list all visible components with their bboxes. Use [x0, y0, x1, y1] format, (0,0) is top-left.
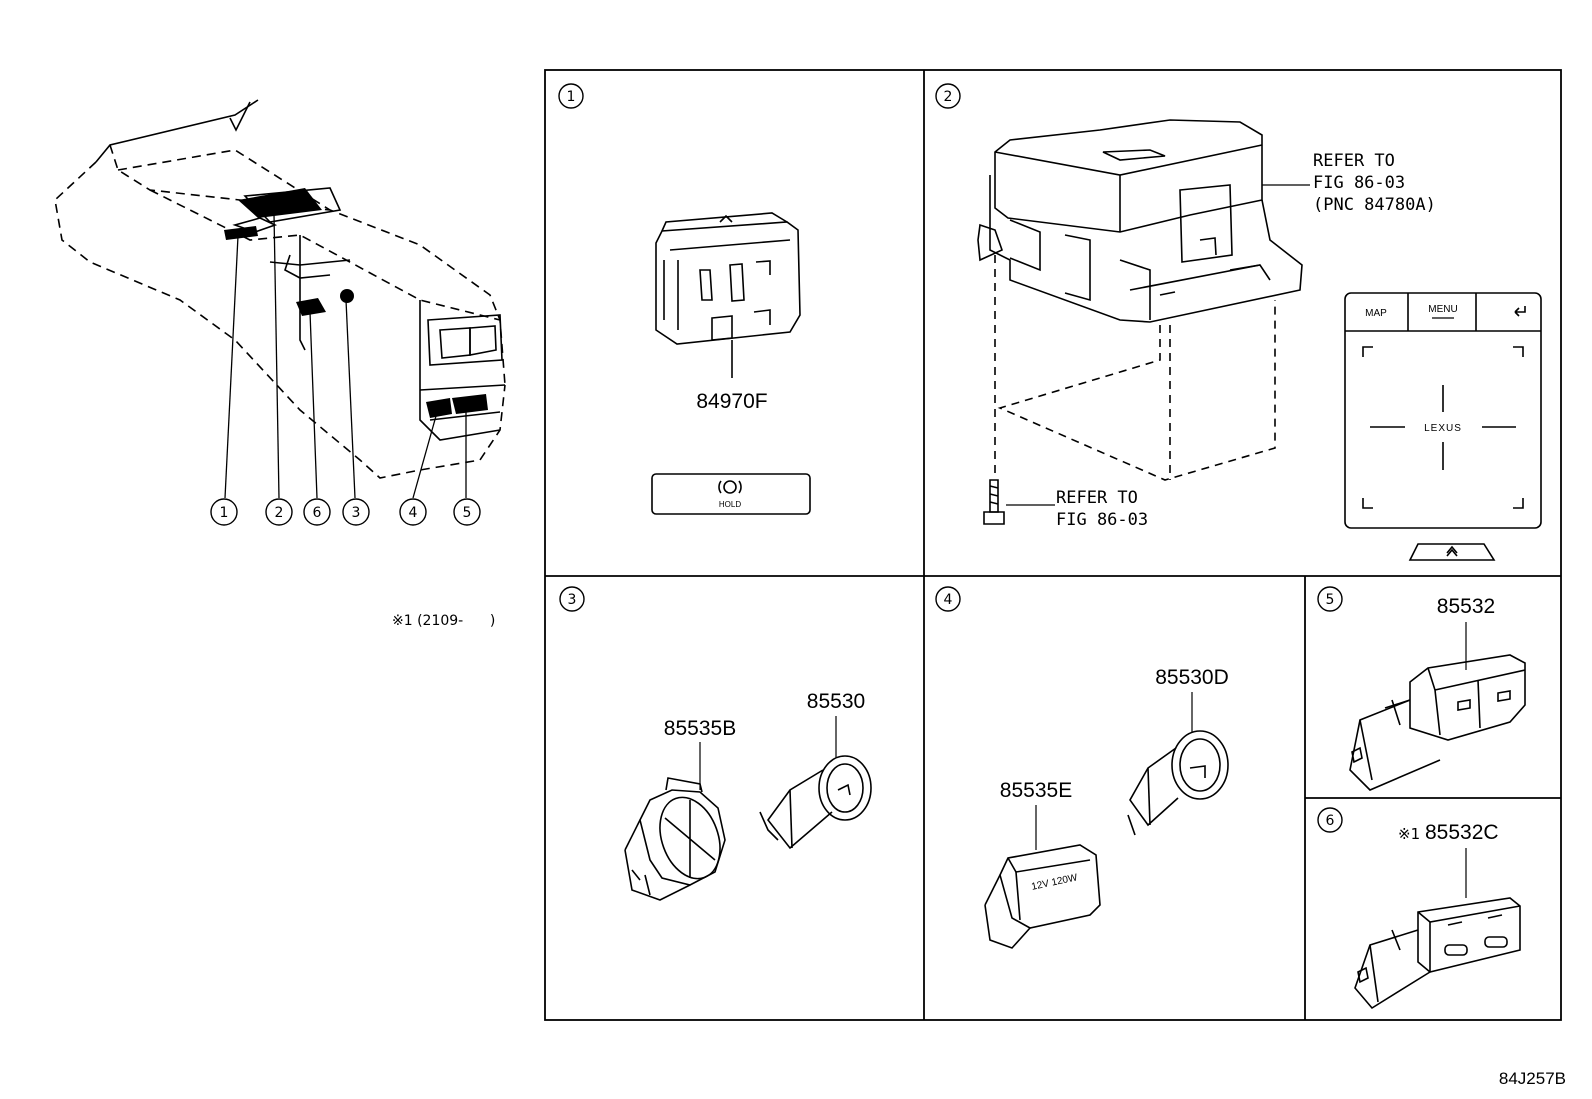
touchpad-lexus-logo: LEXUS	[1424, 423, 1462, 434]
console-callout-circles	[210, 498, 481, 526]
callout-2: 2	[275, 505, 284, 521]
callout-5: 5	[463, 505, 472, 521]
hold-button-label: HOLD	[719, 500, 741, 509]
callout-6: 6	[313, 505, 322, 521]
diagram-id: 84J257B	[1499, 1069, 1566, 1088]
panel-1-number: 1	[567, 89, 576, 105]
socket-85535e-illustration	[984, 805, 1101, 949]
console-highlighted-parts	[224, 188, 488, 418]
socket-85530d-illustration	[1127, 692, 1229, 836]
console-overview-illustration	[54, 99, 506, 479]
callout-1: 1	[220, 505, 229, 521]
part-number-85530: 85530	[807, 690, 865, 713]
refer-bottom-line-2: FIG 86-03	[1056, 510, 1148, 530]
refer-top-line-1: REFER TO	[1313, 151, 1395, 171]
remote-touch-unit-illustration	[977, 119, 1542, 561]
switch-84970f-illustration	[651, 212, 811, 515]
console-leader-lines	[224, 213, 467, 499]
refer-top-line-3: (PNC 84780A)	[1313, 195, 1436, 215]
part-number-85530d: 85530D	[1155, 666, 1229, 689]
part-number-85535b: 85535B	[664, 717, 736, 740]
panel-3-number: 3	[568, 592, 577, 608]
panel-6-number: 6	[1326, 813, 1335, 829]
usb-85532c-illustration	[1354, 848, 1521, 1010]
refer-bottom-line-1: REFER TO	[1056, 488, 1138, 508]
panel-grid	[544, 69, 1562, 1021]
socket-cap-label: 12V 120W	[1030, 872, 1079, 893]
panel-2-number: 2	[944, 89, 953, 105]
socket-85530-illustration	[759, 716, 872, 850]
panel-4-number: 4	[944, 592, 953, 608]
model-year-note: ※1 (2109- )	[392, 613, 495, 629]
part-number-84970f: 84970F	[696, 390, 767, 413]
panel-number-circles	[558, 83, 1343, 833]
footnote-marker: ※1	[1398, 825, 1420, 843]
callout-3: 3	[352, 505, 361, 521]
part-number-85532: 85532	[1437, 595, 1495, 618]
panel-5-number: 5	[1326, 592, 1335, 608]
part-number-85532c: 85532C	[1425, 821, 1499, 844]
refer-top-line-2: FIG 86-03	[1313, 173, 1405, 193]
callout-4: 4	[409, 505, 418, 521]
touchpad-menu-button: MENU	[1428, 304, 1457, 315]
socket-85535b-illustration	[624, 742, 726, 901]
usb-85532-illustration	[1349, 622, 1526, 791]
touchpad-map-button: MAP	[1365, 308, 1387, 319]
part-number-85535e: 85535E	[1000, 779, 1072, 802]
